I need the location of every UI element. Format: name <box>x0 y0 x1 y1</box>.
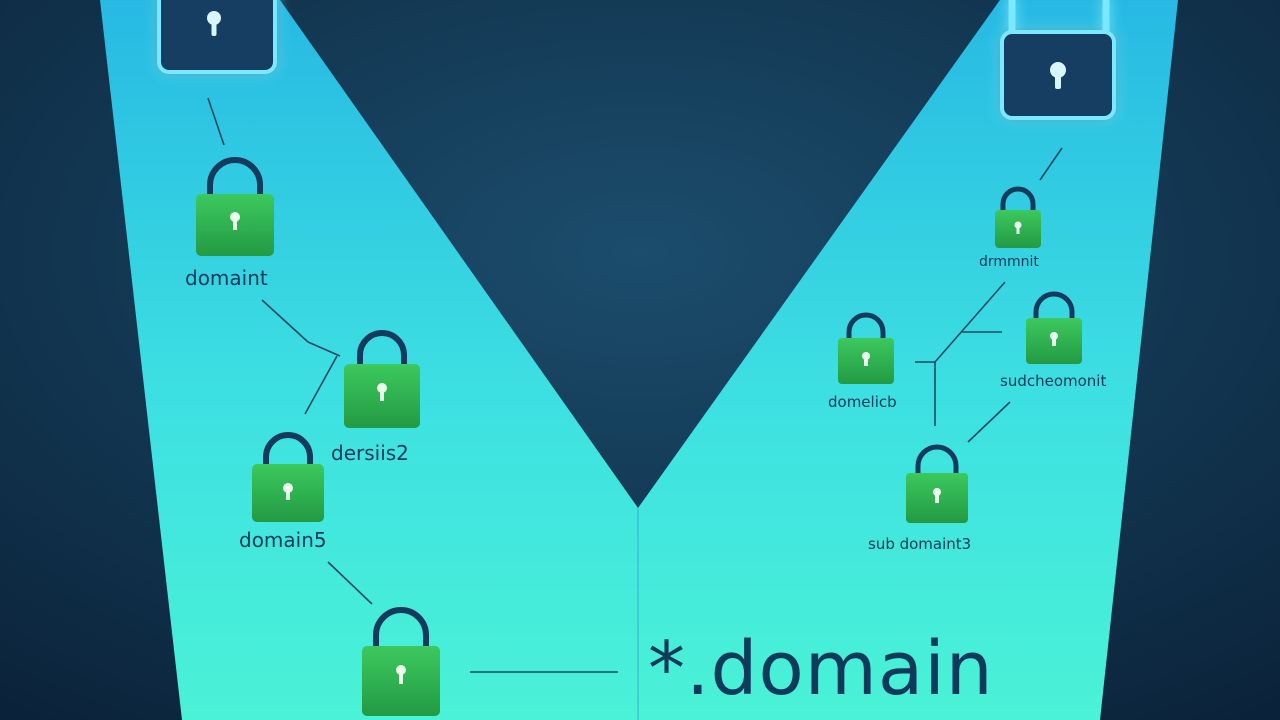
connector-line <box>207 97 225 146</box>
padlock-green-icon <box>838 312 894 384</box>
padlock-green-icon <box>362 607 440 716</box>
connector-line <box>304 355 338 415</box>
left-light-beam <box>100 0 638 720</box>
connector-line <box>967 401 1011 443</box>
node-label-domain5: domain5 <box>239 528 327 552</box>
padlock-green-icon <box>344 330 420 428</box>
connector-line <box>307 341 341 357</box>
connector-line <box>1039 147 1063 181</box>
padlock-green-icon <box>1026 291 1082 364</box>
node-label-domelicb: domelicb <box>828 393 897 411</box>
padlock-green-icon <box>906 444 968 523</box>
connector-line <box>327 561 373 605</box>
node-label-dersiis2: dersiis2 <box>331 441 409 465</box>
wildcard-domain-label: *.domain <box>648 626 994 712</box>
padlock-dark-icon <box>1000 0 1116 120</box>
node-label-drmmnit: drmmnit <box>979 254 1039 270</box>
connector-line <box>261 299 309 343</box>
node-label-sudcheomonit: sudcheomonit <box>1000 372 1107 390</box>
connector-line <box>934 281 1006 363</box>
node-label-domaint: domaint <box>185 266 268 290</box>
right-light-beam <box>638 0 1178 720</box>
padlock-dark-icon <box>157 0 277 74</box>
padlock-green-icon <box>995 186 1041 248</box>
connector-lines <box>207 97 1063 673</box>
node-label-sub-domaint3: sub domaint3 <box>868 535 972 553</box>
padlock-green-icon <box>196 157 274 256</box>
padlock-green-icon <box>252 432 324 522</box>
